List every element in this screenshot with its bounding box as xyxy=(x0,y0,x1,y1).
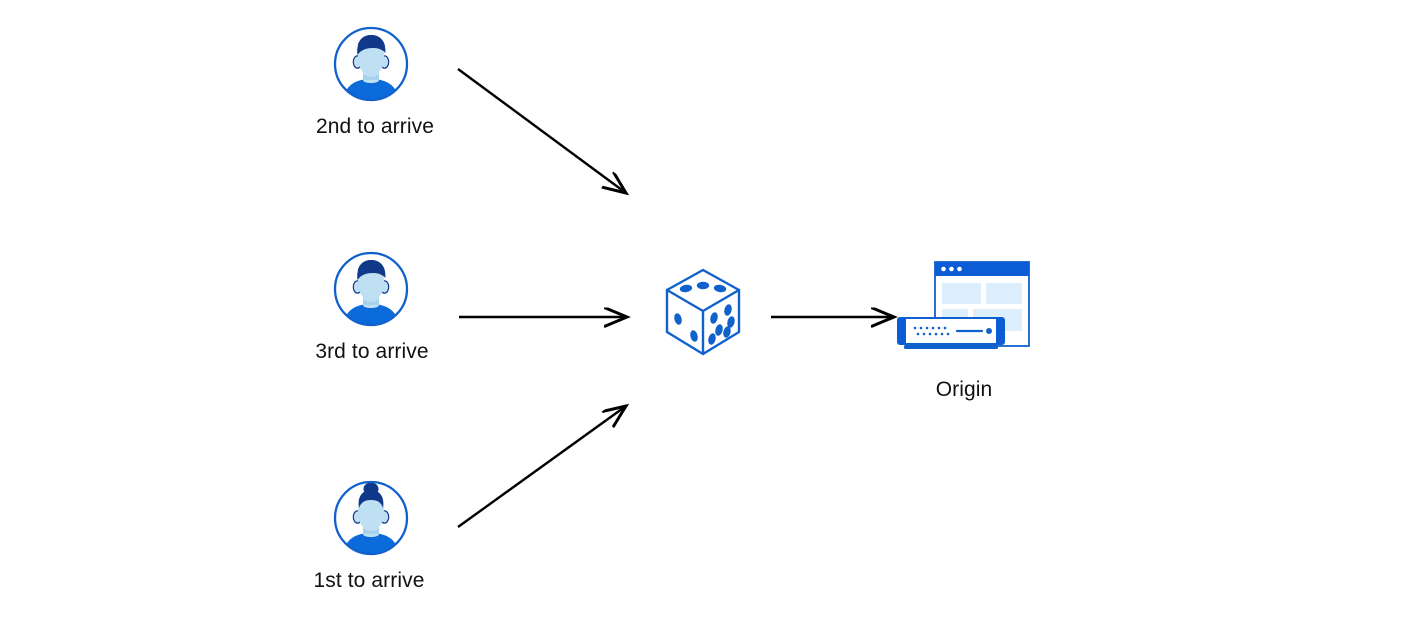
node-user-3rd[interactable] xyxy=(331,249,411,329)
origin-server-icon xyxy=(897,261,1030,349)
node-origin[interactable] xyxy=(893,255,1038,365)
dice-icon xyxy=(665,268,741,356)
user-avatar-male-icon xyxy=(333,251,409,327)
arrow-1st-to-dice xyxy=(457,406,626,528)
user-avatar-male-icon xyxy=(333,26,409,102)
node-load-balancer[interactable] xyxy=(658,266,748,358)
node-user-2nd[interactable] xyxy=(331,24,411,104)
node-origin-label: Origin xyxy=(935,378,993,401)
server-device-icon xyxy=(897,317,1005,349)
user-avatar-female-icon xyxy=(333,480,409,556)
node-user-3rd-label: 3rd to arrive xyxy=(315,340,429,363)
node-user-1st-label: 1st to arrive xyxy=(313,569,425,592)
arrow-2nd-to-dice xyxy=(457,68,626,193)
node-user-1st[interactable] xyxy=(331,478,411,558)
node-user-2nd-label: 2nd to arrive xyxy=(315,115,435,138)
